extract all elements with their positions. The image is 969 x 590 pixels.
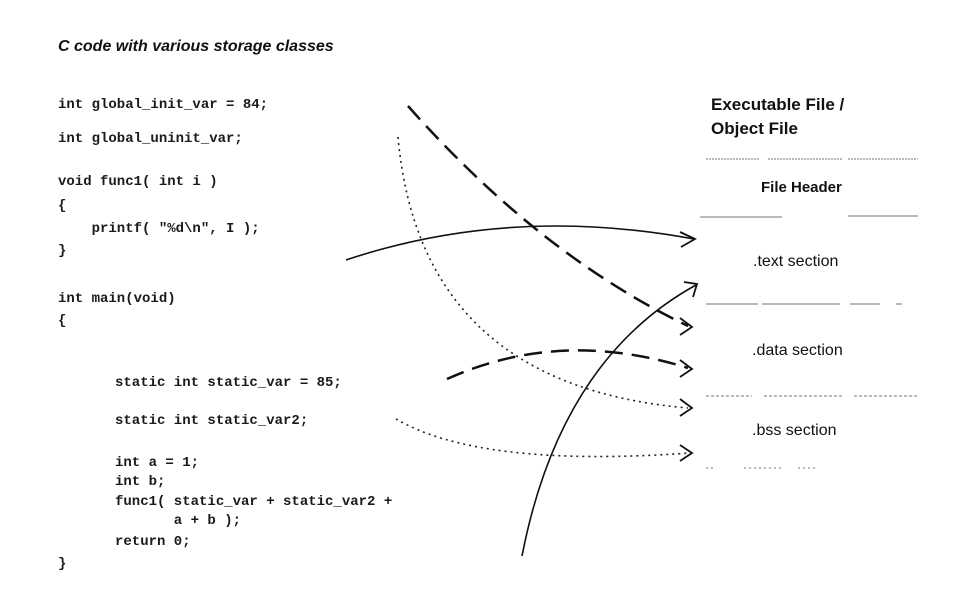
arrowhead-text-1 <box>679 231 697 248</box>
divider-header-text <box>700 215 918 218</box>
arrow-static-var2-to-bss <box>395 418 691 458</box>
code-printf: printf( "%d\n", I ); <box>58 221 260 237</box>
code-int-a: int a = 1; <box>115 455 200 471</box>
code-static-var: static int static_var = 85; <box>115 375 342 391</box>
bss-section-label: .bss section <box>752 422 837 439</box>
diagram-title: C code with various storage classes <box>58 38 334 55</box>
file-header-label: File Header <box>761 179 842 196</box>
file-heading-line1: Executable File / <box>711 95 845 114</box>
code-global-uninit: int global_uninit_var; <box>58 131 243 147</box>
arrow-main-to-text <box>521 284 697 557</box>
code-static-var2: static int static_var2; <box>115 413 309 429</box>
code-global-init: int global_init_var = 84; <box>58 97 269 113</box>
arrowhead-text-2 <box>683 281 699 298</box>
arrowhead-bss-1 <box>679 398 694 417</box>
arrow-static-var-to-data <box>446 349 689 381</box>
code-main-open-brace: { <box>58 313 67 329</box>
arrowhead-data-2 <box>679 359 694 378</box>
code-func1-call: func1( static_var + static_var2 + <box>115 494 393 510</box>
code-func1-call-args: a + b ); <box>115 513 242 529</box>
arrow-global-uninit-to-bss <box>397 136 689 409</box>
arrowhead-data-1 <box>679 317 694 336</box>
code-return: return 0; <box>115 534 191 550</box>
data-section-label: .data section <box>752 342 843 359</box>
text-section-label: .text section <box>753 253 839 270</box>
code-func1-signature: void func1( int i ) <box>58 174 218 190</box>
arrow-func1-to-text <box>345 225 695 261</box>
arrowhead-bss-2 <box>679 444 694 462</box>
code-main-close-brace: } <box>58 556 67 572</box>
code-func1-close-brace: } <box>58 243 67 259</box>
code-main-signature: int main(void) <box>58 291 176 307</box>
code-int-b: int b; <box>115 474 166 490</box>
code-func1-open-brace: { <box>58 198 67 214</box>
file-heading-line2: Object File <box>711 119 798 138</box>
arrow-global-init-to-data <box>407 105 689 328</box>
